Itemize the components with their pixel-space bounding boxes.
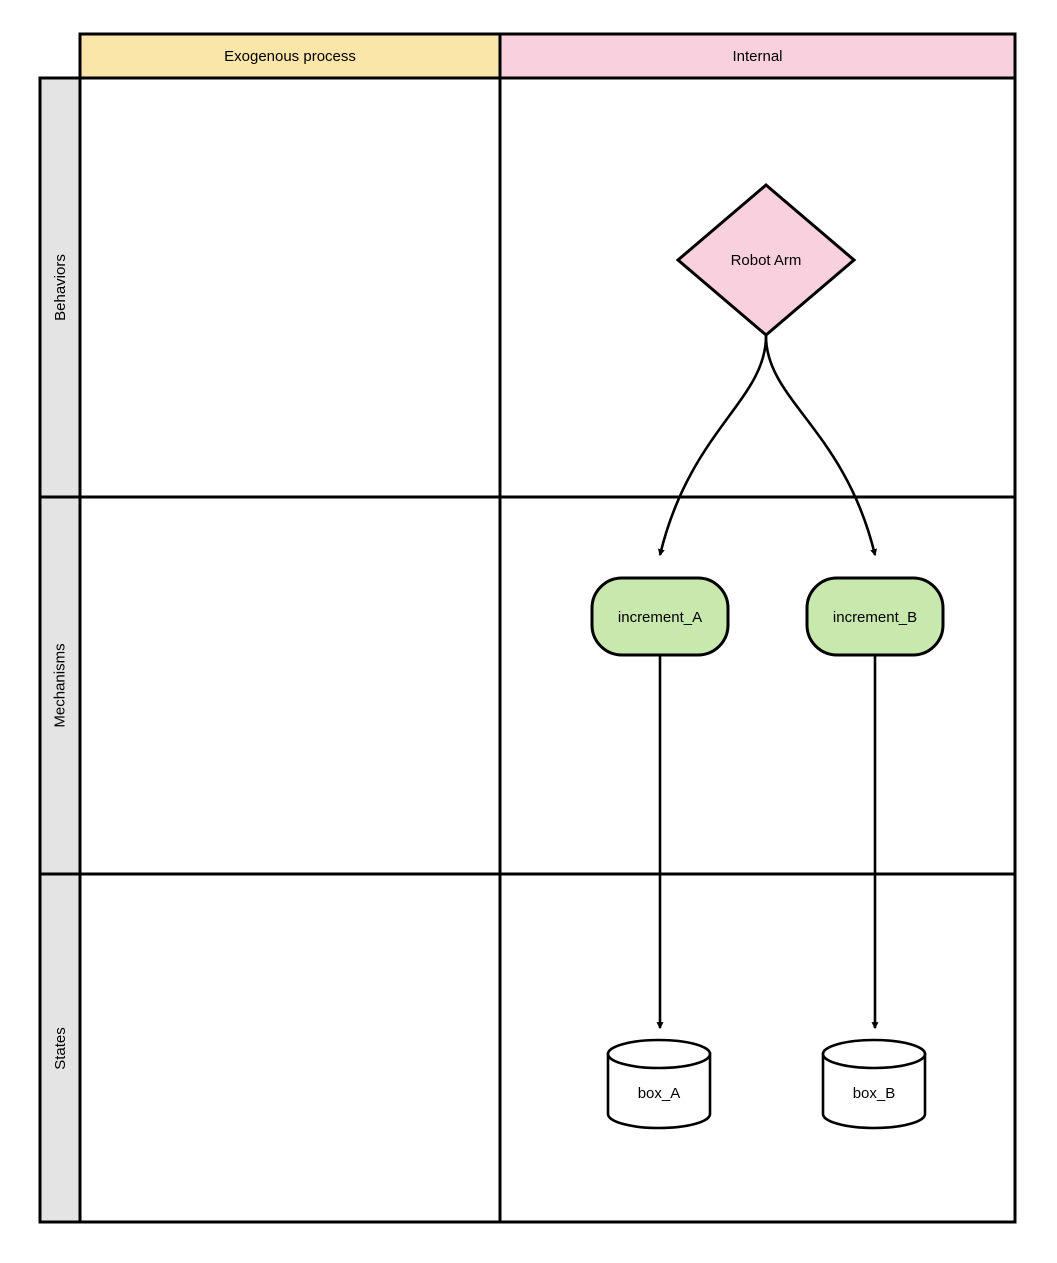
edge-robot-arm-to-increment-b xyxy=(764,335,878,557)
row-header-states: States xyxy=(40,874,80,1222)
node-increment-b-label-wrap: increment_B xyxy=(807,602,943,632)
column-header-exogenous-cell xyxy=(78,32,502,80)
node-robot-arm-label: Robot Arm xyxy=(730,251,802,269)
cell-mechanisms-internal xyxy=(498,495,1017,876)
row-header-mechanisms-label: Mechanisms xyxy=(51,643,69,728)
node-box-a[interactable] xyxy=(606,1038,712,1130)
column-header-internal: Internal xyxy=(500,34,1015,78)
node-increment-a-label-wrap: increment_A xyxy=(592,602,728,632)
row-header-behaviors: Behaviors xyxy=(40,78,80,497)
cell-behaviors-exogenous xyxy=(78,76,502,499)
edge-robot-arm-to-increment-a xyxy=(657,335,768,557)
column-header-exogenous: Exogenous process xyxy=(80,34,500,78)
node-box-b-label: box_B xyxy=(852,1084,896,1102)
node-increment-a-label: increment_A xyxy=(617,608,703,626)
row-header-states-label: States xyxy=(51,1026,69,1070)
row-header-states-cell xyxy=(38,872,82,1224)
cell-states-internal xyxy=(498,872,1017,1224)
node-increment-b-label: increment_B xyxy=(832,608,918,626)
column-header-exogenous-label: Exogenous process xyxy=(224,47,356,65)
node-increment-b[interactable] xyxy=(805,576,945,657)
cell-states-exogenous xyxy=(78,872,502,1224)
column-header-internal-label: Internal xyxy=(732,47,783,65)
node-box-a-label: box_A xyxy=(637,1084,681,1102)
cell-mechanisms-exogenous xyxy=(78,495,502,876)
node-robot-arm-label-wrap: Robot Arm xyxy=(678,245,854,275)
node-box-b-label-wrap: box_B xyxy=(823,1078,925,1108)
node-box-b[interactable] xyxy=(821,1038,927,1130)
node-box-a-label-wrap: box_A xyxy=(608,1078,710,1108)
node-robot-arm[interactable] xyxy=(675,183,857,337)
row-header-mechanisms: Mechanisms xyxy=(40,497,80,874)
node-increment-a[interactable] xyxy=(590,576,730,657)
row-header-behaviors-label: Behaviors xyxy=(51,254,69,321)
